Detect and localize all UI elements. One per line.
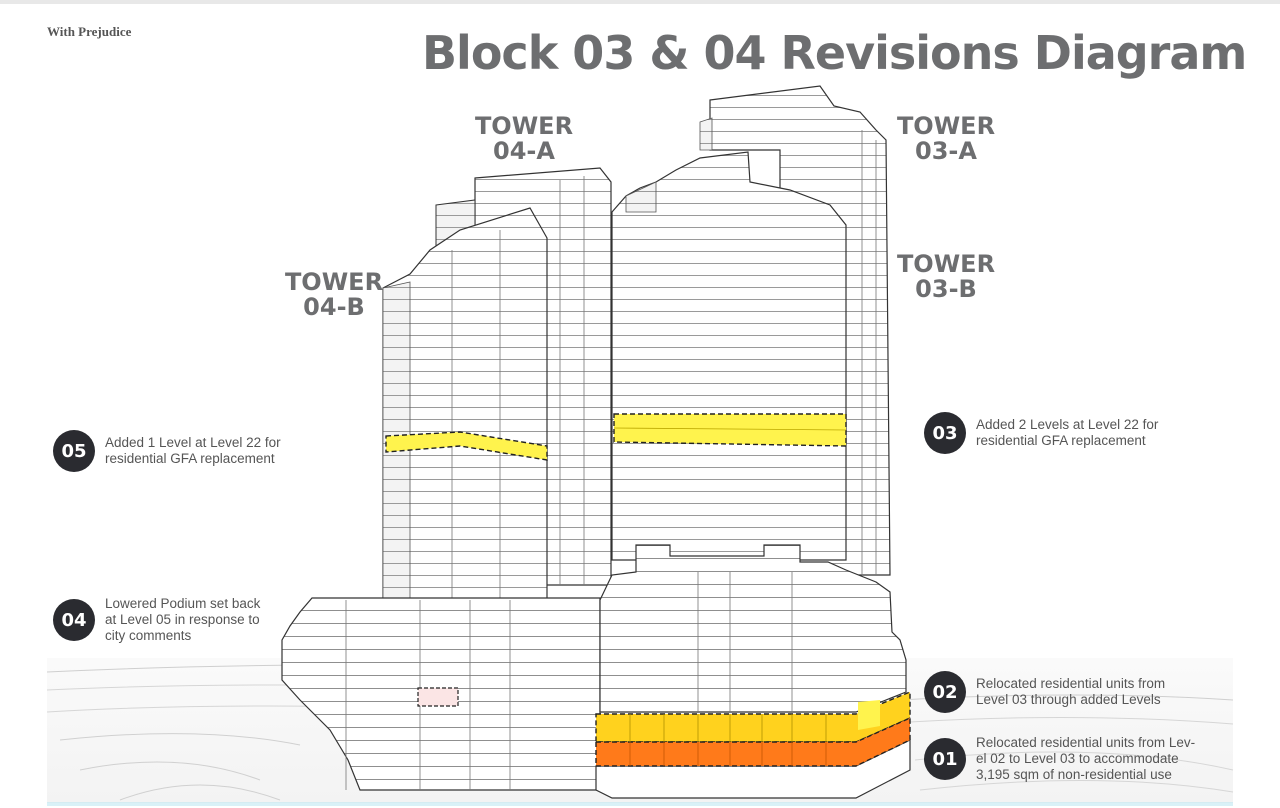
tower-03b-label: TOWER 03-B [896, 250, 996, 303]
tower-04a-label: TOWER 04-A [474, 112, 574, 165]
annotation-05: 05 Added 1 Level at Level 22 for residen… [53, 430, 281, 472]
annotation-text: Lowered Podium set back at Level 05 in r… [105, 596, 261, 643]
annotation-04: 04 Lowered Podium set back at Level 05 i… [53, 596, 260, 644]
annotation-number-badge: 03 [924, 412, 966, 454]
annotation-text: Added 2 Levels at Level 22 for residenti… [976, 417, 1159, 448]
annotation-number-badge: 01 [924, 738, 966, 780]
tower-04b-label: TOWER 04-B [284, 268, 384, 321]
tower-04b-massing [382, 207, 548, 601]
non-residential-band [595, 714, 911, 767]
tower-03a-label: TOWER 03-A [896, 112, 996, 165]
annotation-02: 02 Relocated residential units from Leve… [924, 671, 1165, 713]
annotation-text: Relocated residential units from Lev- el… [976, 735, 1196, 782]
annotation-01: 01 Relocated residential units from Lev-… [924, 735, 1195, 783]
annotation-text: Added 1 Level at Level 22 for residentia… [105, 435, 281, 466]
annotation-number-badge: 04 [53, 599, 95, 641]
podium-03-massing [595, 544, 911, 799]
confidentiality-label: With Prejudice [47, 24, 132, 39]
annotation-number-badge: 02 [924, 671, 966, 713]
added-levels-highlight [385, 413, 847, 461]
annotation-text: Relocated residential units from Level 0… [976, 676, 1166, 707]
page-title: Block 03 & 04 Revisions Diagram [422, 26, 1247, 80]
annotation-number-badge: 05 [53, 430, 95, 472]
tower-03b-massing [611, 151, 847, 561]
top-border [0, 0, 1280, 4]
annotation-03: 03 Added 2 Levels at Level 22 for reside… [924, 412, 1158, 454]
